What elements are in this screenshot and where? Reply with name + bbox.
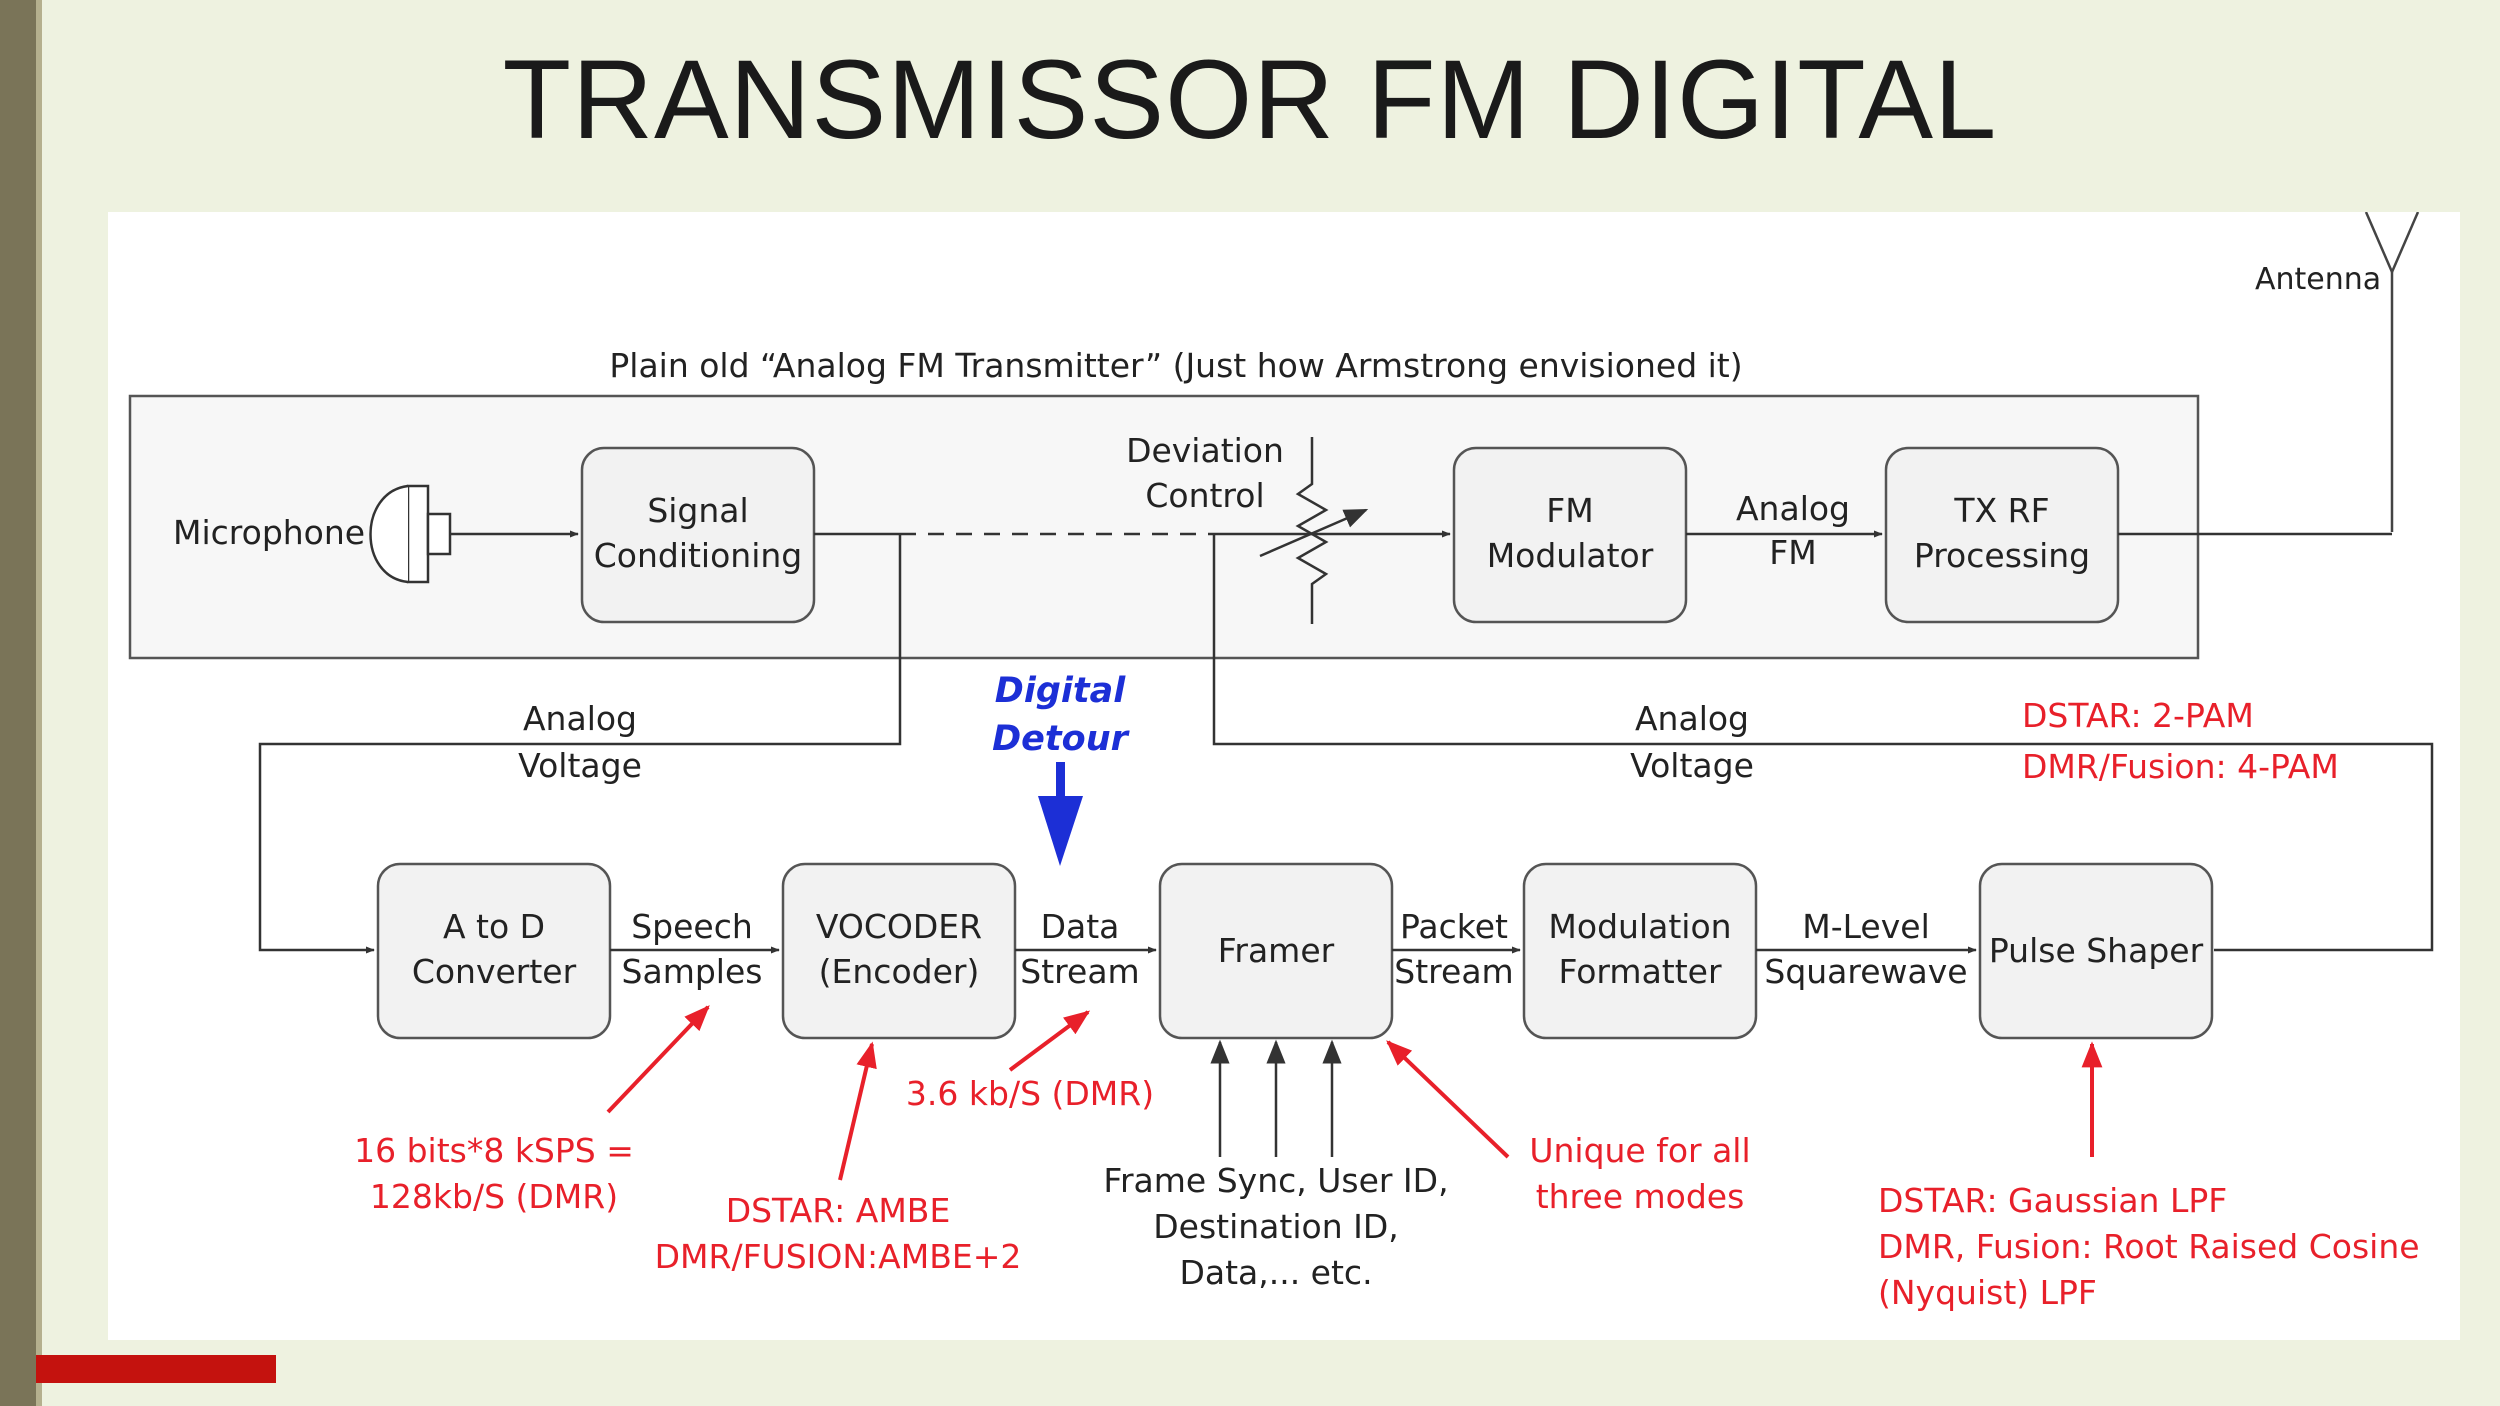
annotation-arrows	[606, 1005, 2103, 1181]
filter-annotation-line-2: DMR, Fusion: Root Raised Cosine	[1878, 1227, 2420, 1266]
filter-annotation-line-3: (Nyquist) LPF	[1878, 1273, 2097, 1312]
lower-signal-lines	[610, 946, 1977, 1157]
svg-text:Modulator: Modulator	[1487, 536, 1654, 575]
slide-sidebar-edge	[36, 0, 42, 1406]
filter-annotation-line-1: DSTAR: Gaussian LPF	[1878, 1181, 2227, 1220]
digital-detour-arrow-icon	[1038, 762, 1083, 866]
m-level-squarewave-label-2: Squarewave	[1764, 952, 1967, 991]
pam-annotation-line-2: DMR/Fusion: 4-PAM	[2022, 747, 2339, 786]
block-diagram: Plain old “Analog FM Transmitter” (Just …	[108, 211, 2460, 1340]
svg-text:Modulation: Modulation	[1548, 907, 1731, 946]
digital-detour-label-2: Detour	[992, 719, 1130, 759]
svg-text:TX RF: TX RF	[1953, 491, 2049, 530]
block-diagram-svg: Plain old “Analog FM Transmitter” (Just …	[128, 211, 2434, 1312]
digital-detour-label-1: Digital	[995, 671, 1126, 711]
framer-inputs-line-1: Frame Sync, User ID,	[1103, 1161, 1448, 1200]
analog-voltage-left-label-2: Voltage	[518, 746, 642, 785]
framer-inputs-line-2: Destination ID,	[1153, 1207, 1399, 1246]
speech-samples-label-1: Speech	[631, 907, 753, 946]
slide-accent-bar	[36, 1355, 276, 1383]
data-stream-label-1: Data	[1041, 907, 1120, 946]
detour-lines	[258, 534, 2434, 954]
svg-text:Converter: Converter	[412, 952, 577, 991]
data-stream-label-2: Stream	[1020, 952, 1139, 991]
antenna-label: Antenna	[2255, 262, 2381, 297]
bitrate-out-annotation: 3.6 kb/S (DMR)	[906, 1074, 1154, 1113]
a-to-d-converter-block: A to D Converter	[376, 862, 612, 1040]
m-level-squarewave-label-1: M-Level	[1802, 907, 1930, 946]
antenna-icon	[2364, 211, 2420, 532]
framer-note-annotation-line-2: three modes	[1536, 1177, 1745, 1216]
pulse-shaper-block: Pulse Shaper	[1978, 862, 2214, 1040]
bitrate-in-annotation-line-1: 16 bits*8 kSPS =	[354, 1131, 634, 1170]
analog-transmitter-enclosure	[128, 394, 2200, 660]
packet-stream-label-1: Packet	[1400, 907, 1508, 946]
svg-text:Conditioning: Conditioning	[594, 536, 803, 575]
slide-sidebar-bar	[0, 0, 36, 1406]
svg-text:Signal: Signal	[647, 491, 748, 530]
deviation-control-label-2: Control	[1145, 476, 1264, 515]
signal-conditioning-block: Signal Conditioning	[580, 446, 816, 624]
codec-annotation-line-2: DMR/FUSION:AMBE+2	[655, 1237, 1022, 1276]
analog-voltage-left-label-1: Analog	[523, 699, 637, 738]
bitrate-in-annotation-line-2: 128kb/S (DMR)	[370, 1177, 618, 1216]
analog-fm-label-2: FM	[1769, 533, 1816, 572]
potentiometer-icon	[1259, 437, 1369, 624]
svg-text:Formatter: Formatter	[1558, 952, 1722, 991]
svg-text:Pulse Shaper: Pulse Shaper	[1989, 931, 2204, 970]
deviation-control-label-1: Deviation	[1126, 431, 1284, 470]
tx-rf-processing-block: TX RF Processing	[1884, 446, 2120, 624]
framer-block: Framer	[1158, 862, 1394, 1040]
svg-text:Framer: Framer	[1218, 931, 1335, 970]
fm-modulator-block: FM Modulator	[1452, 446, 1688, 624]
slide-title: TRANSMISSOR FM DIGITAL	[502, 37, 1998, 162]
analog-fm-label-1: Analog	[1736, 489, 1850, 528]
packet-stream-label-2: Stream	[1394, 952, 1513, 991]
svg-text:VOCODER: VOCODER	[816, 907, 982, 946]
framer-inputs-line-3: Data,... etc.	[1179, 1253, 1372, 1292]
analog-voltage-right-label-1: Analog	[1635, 699, 1749, 738]
codec-annotation-line-1: DSTAR: AMBE	[726, 1191, 951, 1230]
svg-text:(Encoder): (Encoder)	[819, 952, 980, 991]
pam-annotation-line-1: DSTAR: 2-PAM	[2022, 696, 2254, 735]
analog-section-label: Plain old “Analog FM Transmitter” (Just …	[609, 346, 1742, 385]
svg-text:Processing: Processing	[1914, 536, 2090, 575]
speech-samples-label-2: Samples	[622, 952, 763, 991]
microphone-label: Microphone	[173, 513, 365, 552]
svg-text:A to D: A to D	[443, 907, 545, 946]
analog-voltage-right-label-2: Voltage	[1630, 746, 1754, 785]
framer-note-annotation-line-1: Unique for all	[1529, 1131, 1750, 1170]
vocoder-block: VOCODER (Encoder)	[781, 862, 1017, 1040]
svg-text:FM: FM	[1546, 491, 1593, 530]
modulation-formatter-block: Modulation Formatter	[1522, 862, 1758, 1040]
